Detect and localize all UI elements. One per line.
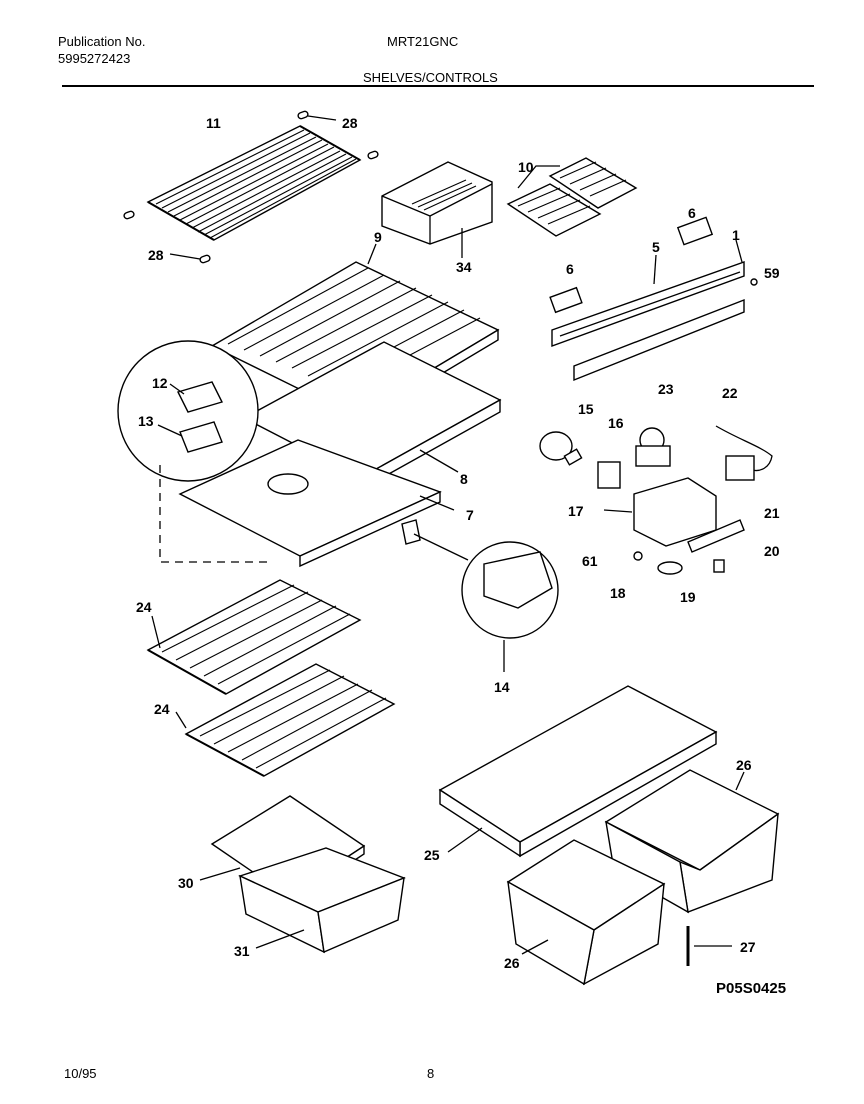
revision-date: 10/95 <box>64 1066 97 1081</box>
ice-tray-right <box>548 157 638 209</box>
wire-harness <box>715 425 773 472</box>
shelf-stud <box>123 210 135 220</box>
wire-shelf-lower <box>184 663 396 777</box>
control-bracket-upper <box>676 216 714 246</box>
switch-small <box>401 519 421 545</box>
callout-61: 61 <box>582 553 598 569</box>
crisper-cover-shelf <box>438 685 718 858</box>
control-bracket-lower <box>549 286 583 314</box>
callout-28-top: 28 <box>342 115 358 131</box>
callout-23: 23 <box>658 381 674 397</box>
drawing-code: P05S0425 <box>716 980 787 997</box>
ice-tray-left <box>506 183 602 237</box>
clip <box>713 559 725 573</box>
callout-15: 15 <box>578 401 594 417</box>
control-knob <box>657 561 683 575</box>
callout-24-lower: 24 <box>154 701 170 717</box>
callout-5: 5 <box>652 239 660 255</box>
callout-31: 31 <box>234 943 250 959</box>
ice-bin <box>381 161 493 245</box>
callout-17: 17 <box>568 503 584 519</box>
wire-shelf-top <box>146 125 362 241</box>
callout-1: 1 <box>732 227 740 243</box>
callout-28-bottom: 28 <box>148 247 164 263</box>
dashed-leader <box>159 465 268 563</box>
shelf-stud <box>367 150 379 160</box>
light-bulb <box>539 431 573 461</box>
callout-12: 12 <box>152 375 168 391</box>
callout-13: 13 <box>138 413 154 429</box>
control-panel-strip <box>551 261 745 382</box>
drawer-31 <box>238 847 406 954</box>
callout-9: 9 <box>374 229 382 245</box>
callout-21: 21 <box>764 505 780 521</box>
page-number: 8 <box>427 1066 435 1081</box>
section-title: SHELVES/CONTROLS <box>363 70 498 85</box>
callout-14: 14 <box>494 679 510 695</box>
divider-upper <box>176 381 224 413</box>
divider-lower <box>179 421 223 453</box>
publication-number: 5995272423 <box>58 51 131 66</box>
callout-30: 30 <box>178 875 194 891</box>
callout-24-upper: 24 <box>136 599 152 615</box>
callout-10: 10 <box>518 159 534 175</box>
model-number: MRT21GNC <box>387 34 459 49</box>
callout-22: 22 <box>722 385 738 401</box>
thermostat-body <box>635 445 671 467</box>
callout-16: 16 <box>608 415 624 431</box>
cover-strip <box>687 519 745 553</box>
callout-11: 11 <box>206 115 221 131</box>
shelf-stud <box>297 110 309 120</box>
shelf-stud <box>199 254 211 264</box>
callout-25: 25 <box>424 847 440 863</box>
callout-6-upper: 6 <box>688 205 696 221</box>
crisper-drawer-right <box>604 769 780 914</box>
callout-59: 59 <box>764 265 780 281</box>
callout-27: 27 <box>740 939 756 955</box>
crisper-drawer-left <box>506 839 666 986</box>
callout-6-lower: 6 <box>566 261 574 277</box>
crisper-cover-frame <box>178 439 442 568</box>
light-socket <box>597 461 621 489</box>
callout-26-right: 26 <box>736 757 752 773</box>
callout-18: 18 <box>610 585 626 601</box>
publication-label: Publication No. <box>58 34 146 49</box>
callout-34: 34 <box>456 259 472 275</box>
switch-housing <box>483 551 553 609</box>
screw <box>750 278 758 286</box>
callout-20: 20 <box>764 543 780 559</box>
callout-7: 7 <box>466 507 474 523</box>
callout-8: 8 <box>460 471 468 487</box>
callout-26-left: 26 <box>504 955 520 971</box>
callout-19: 19 <box>680 589 696 605</box>
wire-shelf-mid <box>146 579 362 695</box>
screw-61 <box>633 551 643 561</box>
connector <box>725 455 755 481</box>
